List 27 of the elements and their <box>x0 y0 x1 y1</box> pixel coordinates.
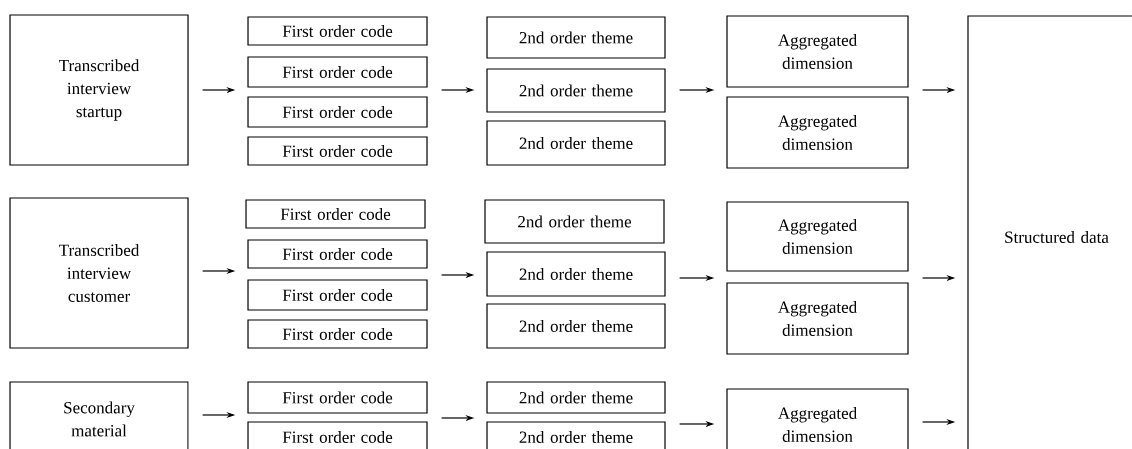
text-box: Transcribed interview customer <box>9 197 189 349</box>
text-box: Aggregated dimension <box>726 282 909 355</box>
text-box: 2nd order theme <box>486 120 666 166</box>
text-box: Aggregated dimension <box>726 388 909 449</box>
text-box: First order code <box>247 96 428 128</box>
text-box: Secondary material <box>9 381 189 449</box>
text-box: 2nd order theme <box>484 199 665 244</box>
text-box: Aggregated dimension <box>726 15 909 88</box>
text-box: 2nd order theme <box>486 68 666 113</box>
text-box: First order code <box>247 16 428 46</box>
text-box: Aggregated dimension <box>726 96 909 169</box>
text-box: Structured data <box>967 15 1132 449</box>
text-box: First order code <box>247 56 428 88</box>
text-box: 2nd order theme <box>486 303 666 349</box>
text-box: Transcribed interview startup <box>9 14 189 166</box>
text-box: 2nd order theme <box>486 381 666 414</box>
text-box: 2nd order theme <box>486 16 666 59</box>
text-box: First order code <box>247 136 428 166</box>
text-box: First order code <box>247 279 428 311</box>
text-box: First order code <box>247 319 428 349</box>
text-box: 2nd order theme <box>486 251 666 297</box>
text-box: First order code <box>247 239 428 269</box>
text-box: Aggregated dimension <box>726 201 909 272</box>
text-box: First order code <box>245 199 426 229</box>
text-box: First order code <box>247 421 428 449</box>
text-box: First order code <box>247 381 428 414</box>
text-box: 2nd order theme <box>486 421 666 449</box>
